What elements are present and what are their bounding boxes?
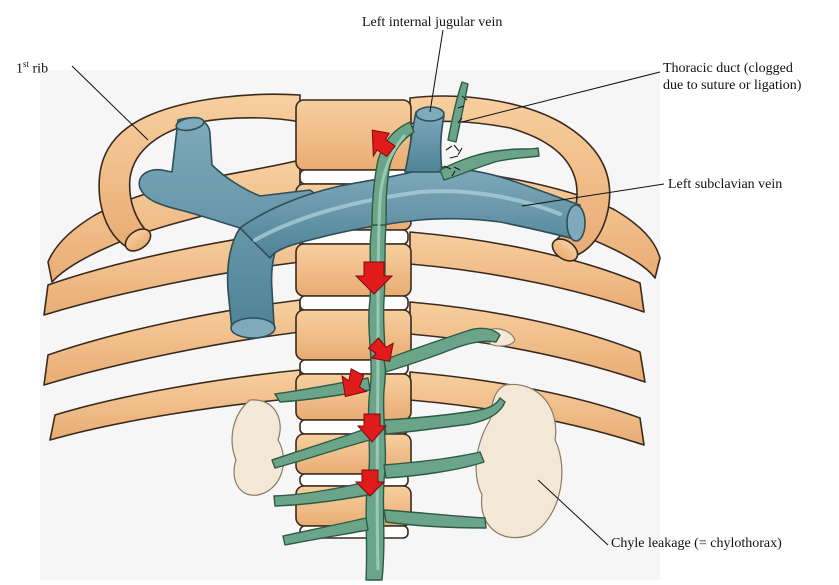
label-rib-number: 1 <box>16 62 23 77</box>
label-first-rib: 1st rib <box>16 56 48 78</box>
chyle-pool-left <box>232 400 283 495</box>
label-thoracic-duct-line1: Thoracic duct (clogged <box>663 60 801 77</box>
label-thoracic-duct: Thoracic duct (clogged due to suture or … <box>663 60 801 94</box>
label-rib-word: rib <box>29 62 48 77</box>
label-left-internal-jugular-vein: Left internal jugular vein <box>362 14 502 31</box>
label-chyle-leakage: Chyle leakage (= chylothorax) <box>611 535 782 552</box>
label-thoracic-duct-line2: due to suture or ligation) <box>663 77 801 94</box>
sva-opening <box>231 318 275 338</box>
subclavian-vein-opening <box>567 205 585 241</box>
label-left-subclavian-vein: Left subclavian vein <box>668 176 782 193</box>
